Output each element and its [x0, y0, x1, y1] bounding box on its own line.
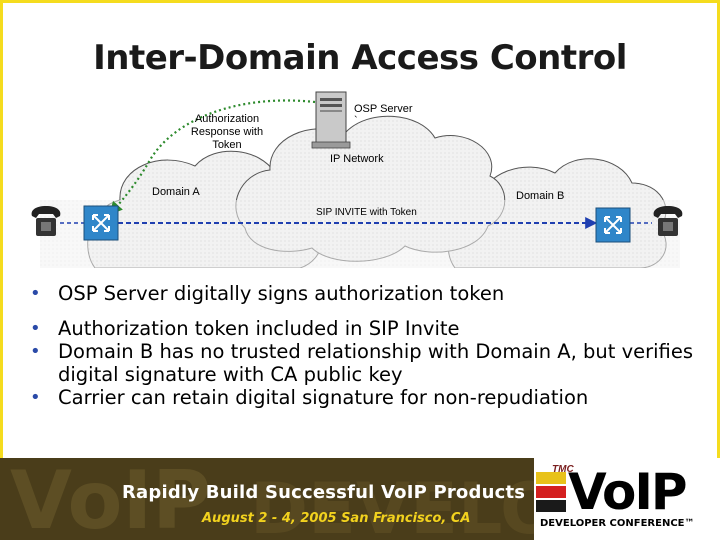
- logo-tmc: TMC: [552, 464, 574, 475]
- auth-response-label: Authorization Response with Token: [178, 113, 276, 152]
- auth-response-line-1: Authorization: [194, 113, 260, 125]
- router-b-icon: [595, 207, 631, 243]
- osp-server-icon: [311, 91, 351, 149]
- domain-band: [40, 200, 680, 268]
- phone-b-icon: [653, 206, 683, 236]
- banner-tagline: Rapidly Build Successful VoIP Products: [122, 482, 526, 503]
- conference-banner: VoIP DEVELOP Rapidly Build Successful Vo…: [0, 458, 720, 540]
- logo-subtitle: DEVELOPER CONFERENCE™: [540, 518, 695, 529]
- domain-b-label: Domain B: [516, 190, 565, 202]
- bullet-text: Authorization token included in SIP Invi…: [58, 317, 460, 340]
- bullet-marker: •: [30, 341, 41, 362]
- router-a-icon: [83, 205, 119, 241]
- bullet-item: • OSP Server digitally signs authorizati…: [30, 282, 700, 305]
- bullet-marker: •: [30, 283, 41, 304]
- logo-voip-text: VoIP: [568, 463, 688, 521]
- domain-a-label: Domain A: [152, 186, 200, 198]
- bullet-list: • OSP Server digitally signs authorizati…: [30, 282, 700, 409]
- bullet-marker: •: [30, 387, 41, 408]
- slide-title: Inter-Domain Access Control: [93, 38, 627, 78]
- bullet-text: Carrier can retain digital signature for…: [58, 386, 589, 409]
- osp-server-mark: `: [354, 115, 358, 127]
- auth-response-line-3: Token: [212, 139, 242, 151]
- diagram-canvas: [31, 91, 683, 269]
- bullet-marker: •: [30, 318, 41, 339]
- auth-response-line-2: Response with: [190, 126, 264, 138]
- bullet-text: Domain B has no trusted relationship wit…: [58, 340, 693, 386]
- bullet-item: • Domain B has no trusted relationship w…: [30, 340, 700, 386]
- bullet-text: OSP Server digitally signs authorization…: [58, 282, 505, 305]
- voip-logo: TMC VoIP DEVELOPER CONFERENCE™: [534, 458, 720, 540]
- osp-server-label: OSP Server: [354, 103, 413, 115]
- sip-invite-label: SIP INVITE with Token: [316, 207, 417, 218]
- bullet-item: • Carrier can retain digital signature f…: [30, 386, 700, 409]
- bullet-item: • Authorization token included in SIP In…: [30, 317, 700, 340]
- svg-text:VoIP: VoIP: [10, 458, 211, 540]
- logo-color-bars-icon: [536, 472, 566, 512]
- banner-date: August 2 - 4, 2005 San Francisco, CA: [202, 511, 471, 526]
- phone-a-icon: [31, 206, 61, 236]
- ip-network-label: IP Network: [330, 153, 384, 165]
- network-diagram: OSP Server ` Authorization Response with…: [0, 88, 720, 269]
